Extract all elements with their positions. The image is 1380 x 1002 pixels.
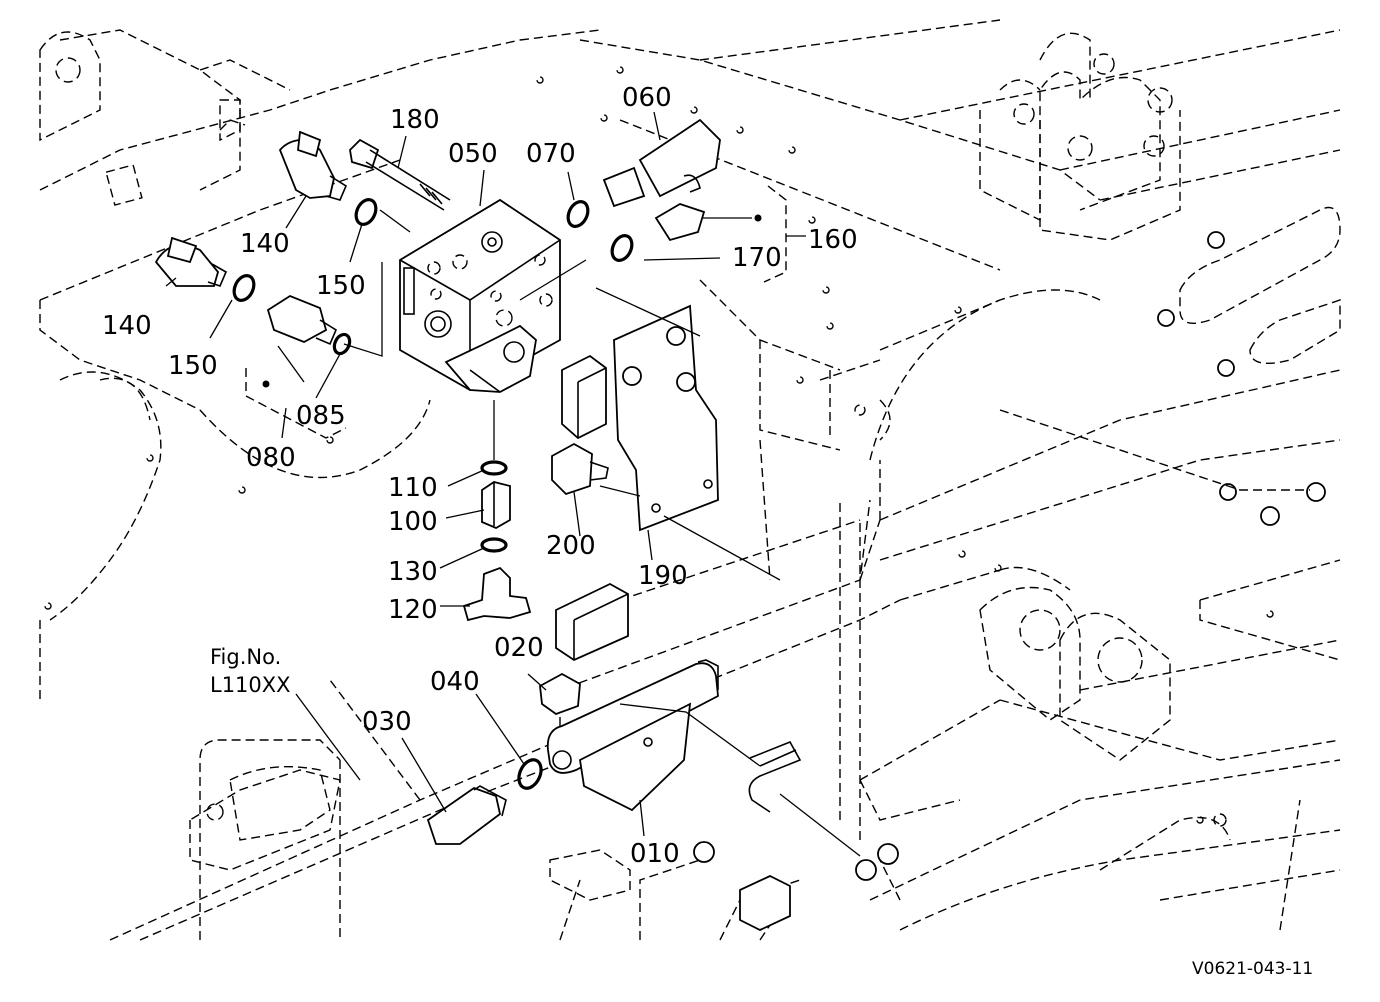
- fitting-200: [551, 442, 609, 496]
- mesh-filters: [855, 843, 899, 881]
- elbow-fitting-020: [539, 672, 581, 716]
- label-020: 020: [494, 633, 544, 663]
- label-140-lower: 140: [102, 311, 152, 341]
- filter-housing-010: [546, 659, 719, 812]
- fig-ref-line2: L110XX: [210, 673, 291, 697]
- label-040: 040: [430, 667, 480, 697]
- label-030: 030: [362, 707, 412, 737]
- label-060: 060: [622, 83, 672, 113]
- spacer-block: [561, 354, 607, 440]
- label-150-upper: 150: [316, 271, 366, 301]
- tee-fitting-120: [462, 566, 532, 622]
- label-140-upper: 140: [240, 229, 290, 259]
- bolt-180: [349, 138, 451, 211]
- chassis-frame: [39, 19, 1341, 941]
- label-190: 190: [638, 561, 688, 591]
- plug-160: [654, 203, 706, 242]
- label-130: 130: [388, 557, 438, 587]
- oring-110: [480, 460, 508, 476]
- oring-130: [480, 537, 508, 553]
- label-050: 050: [448, 139, 498, 169]
- label-120: 120: [388, 595, 438, 625]
- clip-pin: [748, 740, 802, 813]
- label-200: 200: [546, 531, 596, 561]
- block-lower: [555, 582, 629, 662]
- fitting-080: [266, 294, 338, 346]
- fig-ref-line1: Fig.No.: [210, 645, 281, 669]
- label-150-lower: 150: [168, 351, 218, 381]
- adapter-100: [481, 481, 511, 530]
- label-160: 160: [808, 225, 858, 255]
- oring-170: [610, 234, 634, 262]
- oring-085: [332, 332, 352, 356]
- oring-150-upper: [354, 198, 378, 226]
- label-085: 085: [296, 401, 346, 431]
- label-180: 180: [390, 105, 440, 135]
- bracket-190: [613, 304, 719, 532]
- sensor-030: [426, 785, 507, 845]
- label-080: 080: [246, 443, 296, 473]
- label-110: 110: [388, 473, 438, 503]
- label-070: 070: [526, 139, 576, 169]
- leader-lines: [165, 111, 861, 857]
- elbow-fitting-140-lower: [154, 236, 228, 287]
- figure-reference: Fig.No. L110XX: [210, 645, 291, 697]
- bracket-bottom: [739, 875, 791, 931]
- label-100: 100: [388, 507, 438, 537]
- drawing-code: V0621-043-11: [1192, 959, 1313, 979]
- label-170: 170: [732, 243, 782, 273]
- elbow-fitting-140-upper: [278, 130, 348, 201]
- label-010: 010: [630, 839, 680, 869]
- oring-150-lower: [232, 274, 256, 302]
- valve-block-050: [399, 198, 561, 393]
- oring-040: [517, 758, 543, 790]
- oring-070: [566, 200, 590, 228]
- connector-060: [602, 118, 721, 208]
- part-labels: 010 020 030 040 050 060 070 080 085 100 …: [102, 83, 858, 869]
- nut-bottom: [693, 841, 715, 863]
